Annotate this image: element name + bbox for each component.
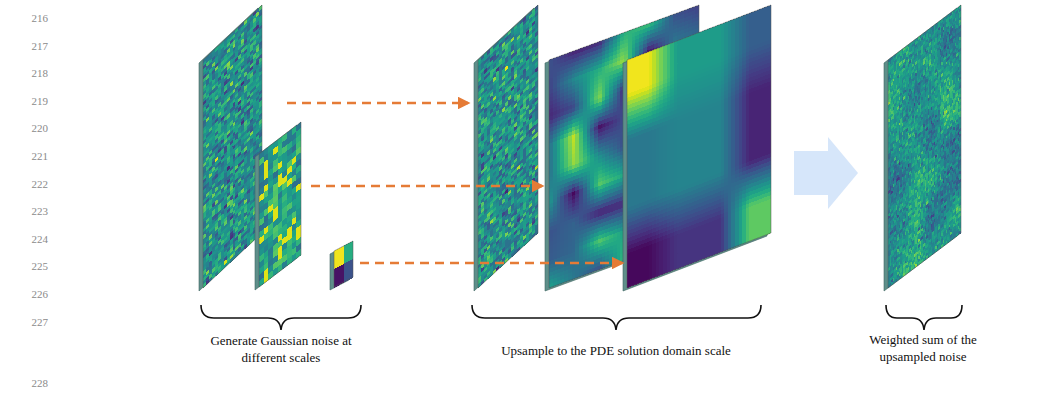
panel-face xyxy=(478,5,538,288)
dashed-arrow xyxy=(360,262,622,265)
dashed-arrow xyxy=(287,102,468,105)
braces xyxy=(201,305,962,330)
line-number: 218 xyxy=(18,67,48,79)
brace xyxy=(472,305,761,330)
line-number: 227 xyxy=(18,316,48,328)
caption-label: Upsample to the PDE solution domain scal… xyxy=(446,343,786,360)
line-number: 226 xyxy=(18,288,48,300)
panel-edge xyxy=(199,8,258,291)
tiny-noise-panel xyxy=(330,241,353,290)
upsample-arrows xyxy=(287,103,622,263)
caption-label: Weighted sum of the upsampled noise xyxy=(856,332,990,366)
line-number: 228 xyxy=(18,377,48,389)
fine-noise-panel xyxy=(199,5,262,291)
line-number: 216 xyxy=(18,12,48,24)
line-number: 217 xyxy=(18,40,48,52)
dashed-arrow xyxy=(311,185,542,188)
panel-edge xyxy=(255,125,297,290)
block-arrow xyxy=(794,137,858,209)
panel-face xyxy=(627,5,771,288)
line-number: 225 xyxy=(18,260,48,272)
line-number: 222 xyxy=(18,178,48,190)
summed-noise-panel xyxy=(884,5,961,291)
upsampled-coarse-panel xyxy=(623,5,771,291)
coarse-noise-panel xyxy=(255,122,301,290)
panel-face xyxy=(334,241,353,288)
upsampled-fine-panel xyxy=(474,5,538,291)
panel-edge xyxy=(884,8,957,291)
noise-panels xyxy=(199,5,961,291)
line-number: 219 xyxy=(18,95,48,107)
upsampled-medium-panel xyxy=(545,5,699,291)
panel-face xyxy=(888,5,961,288)
brace xyxy=(886,305,962,330)
panel-border xyxy=(334,241,353,287)
panel-face xyxy=(259,122,301,287)
panel-border xyxy=(478,5,538,288)
panel-border xyxy=(888,5,961,288)
panel-edge xyxy=(545,8,695,291)
brace xyxy=(201,305,361,330)
caption-label: Generate Gaussian noise at different sca… xyxy=(206,333,356,367)
line-number: 224 xyxy=(18,233,48,245)
panel-border xyxy=(259,122,301,287)
line-number: 223 xyxy=(18,205,48,217)
panel-border xyxy=(627,5,771,288)
line-number: 221 xyxy=(18,150,48,162)
panel-border xyxy=(203,5,262,288)
line-number: 220 xyxy=(18,122,48,134)
panel-face xyxy=(203,5,262,288)
panel-edge xyxy=(623,8,767,291)
panel-edge xyxy=(474,8,534,291)
